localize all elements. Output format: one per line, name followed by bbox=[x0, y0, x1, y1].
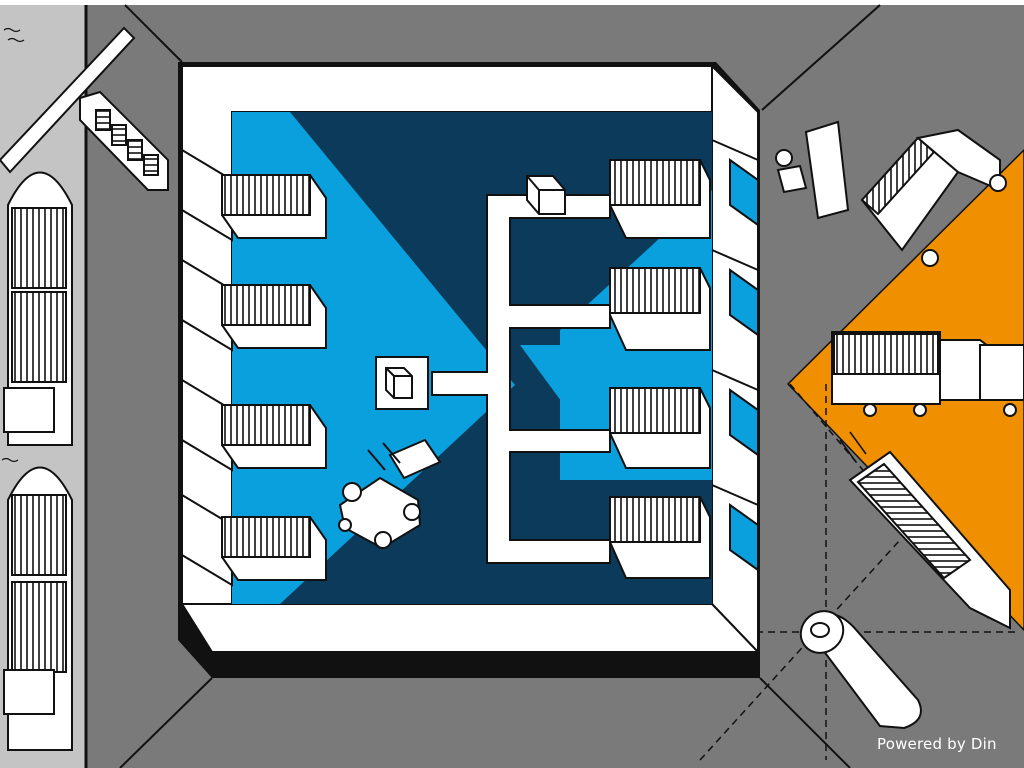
container-icon bbox=[221, 174, 327, 239]
container-icon bbox=[609, 387, 711, 469]
container-truck-icon bbox=[860, 128, 1007, 267]
cargo-ship-icon bbox=[3, 466, 73, 751]
operator-desk-icon bbox=[775, 120, 850, 220]
container-icon bbox=[221, 284, 327, 349]
container-icon bbox=[221, 516, 327, 581]
parcel-box-icon bbox=[526, 175, 566, 215]
tanker-truck-icon bbox=[831, 331, 1024, 417]
harbor-crane-icon bbox=[0, 26, 169, 191]
container-icon bbox=[221, 404, 327, 469]
container-icon bbox=[609, 267, 711, 351]
powered-by-credit: Powered by Din bbox=[877, 735, 997, 753]
container-icon bbox=[609, 496, 711, 579]
cargo-ship-icon bbox=[3, 171, 73, 446]
forklift-icon bbox=[338, 438, 442, 550]
airplane-icon bbox=[799, 610, 922, 730]
warehouse bbox=[178, 62, 761, 678]
inbound-containers bbox=[221, 174, 327, 581]
conveyor-system bbox=[431, 194, 611, 564]
outbound-containers bbox=[609, 159, 711, 579]
container-icon bbox=[609, 159, 711, 239]
perspective-lines bbox=[119, 4, 881, 768]
parcel-box-icon bbox=[375, 356, 429, 410]
tanker-train-icon bbox=[839, 431, 1011, 630]
